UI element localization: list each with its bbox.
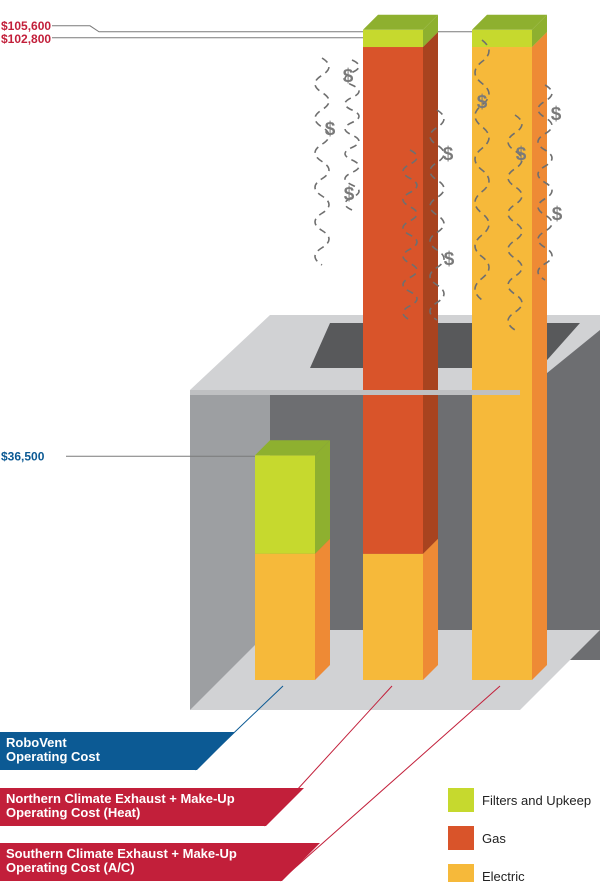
smoke-wave-0	[314, 57, 330, 266]
bar-0-filters-and-upkeep	[255, 455, 315, 554]
legend-swatch-gas	[448, 826, 474, 850]
bar-2-filters-and-upkeep	[472, 29, 532, 48]
smoke-wave-5	[507, 114, 523, 331]
leader-line-105600	[52, 25, 472, 33]
smoke-wave-4	[474, 39, 490, 301]
dollar-sign-3: $	[443, 144, 454, 165]
category-banner-1	[0, 788, 304, 826]
dollar-sign-6: $	[516, 144, 527, 165]
smoke-wave-3	[429, 109, 445, 321]
bars-group	[255, 14, 547, 681]
box-front-rim	[190, 390, 520, 395]
value-label-102800: $102,800	[1, 32, 51, 46]
dollar-sign-4: $	[444, 249, 455, 270]
category-label-0-line-0: RoboVent	[6, 735, 67, 750]
value-label-105600: $105,600	[1, 19, 51, 33]
dollar-sign-2: $	[344, 184, 355, 205]
box-left-wall	[190, 390, 270, 710]
bar-2-filters-and-upkeep-side	[532, 14, 547, 48]
dollar-sign-1: $	[325, 119, 336, 140]
bar-1-gas-side	[423, 32, 438, 554]
bar-1-electric	[363, 553, 423, 680]
legend-label-electric: Electric	[482, 869, 525, 882]
smoke-wave-2	[402, 149, 418, 321]
dollar-smoke-group: $ $ $ $ $ $ $ $ $	[314, 39, 563, 331]
category-label-1-line-1: Operating Cost (Heat)	[6, 805, 140, 820]
box-front	[190, 390, 520, 395]
bar-0-filters-and-upkeep-top	[255, 440, 330, 456]
bar-0-electric-side	[315, 538, 330, 680]
dollar-sign-7: $	[551, 104, 562, 125]
bar-1-filters-and-upkeep	[363, 29, 423, 48]
smoke-wave-6	[537, 84, 553, 281]
value-labels-group: $105,600$102,800 $36,500	[1, 19, 472, 463]
legend-label-filters-and-upkeep: Filters and Upkeep	[482, 793, 591, 808]
dollar-sign-5: $	[477, 92, 488, 113]
legend-swatch-electric	[448, 864, 474, 882]
bar-0-electric	[255, 553, 315, 680]
bar-1-filters-and-upkeep-top	[363, 14, 438, 30]
category-label-0-line-1: Operating Cost	[6, 749, 101, 764]
value-label-36500: $36,500	[1, 449, 45, 463]
category-leader-2	[279, 685, 501, 882]
legend-swatch-filters-and-upkeep	[448, 788, 474, 812]
smoke-wave-1	[344, 59, 360, 211]
bar-2-filters-and-upkeep-top	[472, 14, 547, 30]
bar-1-electric-side	[423, 538, 438, 680]
category-label-1-line-0: Northern Climate Exhaust + Make-Up	[6, 791, 235, 806]
bar-2-electric	[472, 47, 532, 681]
category-banner-0	[0, 732, 235, 770]
dollar-sign-8: $	[552, 204, 563, 225]
category-label-2-line-1: Operating Cost (A/C)	[6, 860, 135, 875]
bar-1-filters-and-upkeep-side	[423, 14, 438, 48]
legend-label-gas: Gas	[482, 831, 506, 846]
bar-2-electric-side	[532, 32, 547, 681]
bar-1-gas	[363, 47, 423, 554]
dollar-sign-0: $	[343, 66, 354, 87]
category-banner-2	[0, 843, 320, 881]
bar-0-filters-and-upkeep-side	[315, 440, 330, 554]
category-label-2-line-0: Southern Climate Exhaust + Make-Up	[6, 846, 237, 861]
